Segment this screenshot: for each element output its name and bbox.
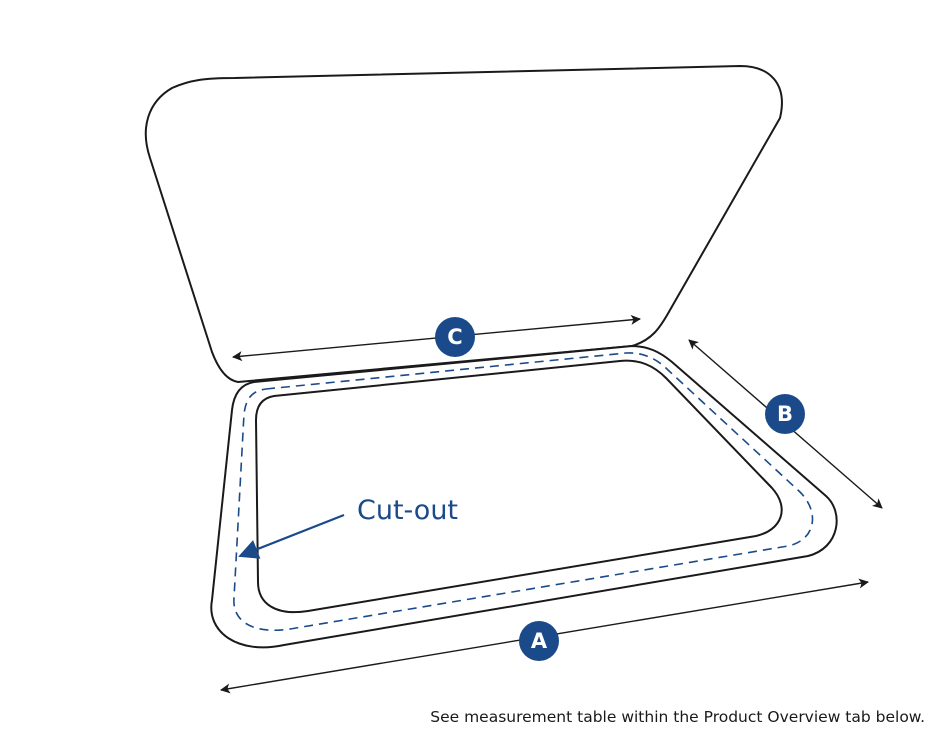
dimension-c-label: C — [447, 325, 462, 349]
dimension-c-badge: C — [435, 317, 475, 357]
dimension-a-label: A — [531, 629, 548, 653]
cut-out-line — [233, 352, 814, 632]
dimension-a-badge: A — [519, 621, 559, 661]
lid-panel — [144, 65, 783, 383]
dimension-b-label: B — [777, 402, 793, 426]
dimension-b-badge: B — [765, 394, 805, 434]
frame-opening — [255, 359, 783, 614]
cut-out-pointer — [238, 513, 345, 559]
measurement-note: See measurement table within the Product… — [430, 708, 925, 726]
cut-out-label: Cut-out — [357, 495, 458, 526]
